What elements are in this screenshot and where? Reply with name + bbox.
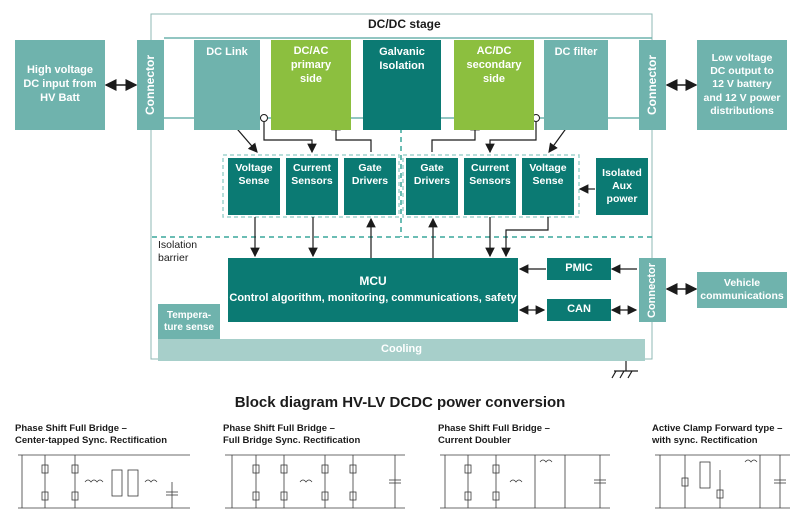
current-sensors-primary-label: Current Sensors [291,162,333,188]
vehicle-communications-block: Vehicle communications [697,272,787,308]
page-title: Block diagram HV-LV DCDC power conversio… [234,394,566,411]
connector-right-bottom-label: Connector [645,262,658,318]
dc-filter-label: DC filter [554,46,598,58]
connector-right-top-label: Connector [645,55,659,115]
dcac-primary-block: DC/AC primary side [271,40,351,130]
ground-icon [611,359,638,379]
temperature-sense-label: Tempera- ture sense [163,309,215,334]
galvanic-isolation-label: Galvanic Isolation [379,46,425,72]
schematic-1-title: Phase Shift Full Bridge – Center-tapped … [15,423,168,446]
galvanic-isolation-block: Galvanic Isolation [363,40,441,130]
schematic-2-drawing [225,454,405,509]
current-sensors-secondary: Current Sensors [464,158,516,215]
lv-output-label: Low voltage DC output to 12 V battery an… [703,52,781,117]
dcac-primary-label: DC/AC primary side [290,45,332,85]
dc-link-block: DC Link [194,40,260,130]
primary-sense-group [222,154,400,218]
schematic-3-title: Phase Shift Full Bridge – Current Double… [438,423,550,446]
mcu-title: MCU [359,274,387,289]
dc-link-label: DC Link [206,46,248,58]
connector-right-bottom: Connector [639,258,666,322]
gate-drivers-primary-label: Gate Drivers [351,162,389,188]
mcu-block: MCU Control algorithm, monitoring, commu… [228,258,518,322]
cooling-block: Cooling [158,339,645,361]
schematic-3-drawing [440,454,610,509]
gate-drivers-secondary-label: Gate Drivers [413,162,451,188]
vehicle-communications-label: Vehicle communications [700,276,784,302]
isolated-aux-power: Isolated Aux power [596,158,648,215]
acdc-secondary-label: AC/DC secondary side [466,45,522,85]
pmic-label: PMIC [565,262,593,275]
dc-filter-block: DC filter [544,40,608,130]
connector-left: Connector [137,40,164,130]
isolated-aux-power-label: Isolated Aux power [602,166,642,206]
isolation-barrier-label: Isolation barrier [158,239,198,265]
acdc-secondary-block: AC/DC secondary side [454,40,534,130]
connector-left-label: Connector [143,55,157,115]
voltage-sense-secondary-label: Voltage Sense [529,162,567,188]
schematic-4-drawing [655,454,790,509]
gate-drivers-primary: Gate Drivers [344,158,396,215]
schematic-4-title: Active Clamp Forward type – with sync. R… [652,423,783,446]
schematic-2-title: Phase Shift Full Bridge – Full Bridge Sy… [223,423,361,446]
voltage-sense-secondary: Voltage Sense [522,158,574,215]
lv-output-block: Low voltage DC output to 12 V battery an… [697,40,787,130]
schematic-1-drawing [18,454,190,509]
hv-input-block: High voltage DC input from HV Batt [15,40,105,130]
cooling-label: Cooling [381,343,422,356]
dcdc-stage-label: DC/DC stage [368,17,441,31]
current-sensors-primary: Current Sensors [286,158,338,215]
can-block: CAN [547,299,611,321]
connector-right-top: Connector [639,40,666,130]
mcu-subtitle: Control algorithm, monitoring, communica… [229,292,517,305]
hv-input-label: High voltage DC input from HV Batt [23,64,97,104]
voltage-sense-primary: Voltage Sense [228,158,280,215]
can-label: CAN [567,303,591,316]
pmic-block: PMIC [547,258,611,280]
gate-drivers-secondary: Gate Drivers [406,158,458,215]
schematic-drawings [18,454,790,509]
voltage-sense-primary-label: Voltage Sense [235,162,273,188]
temperature-sense-block: Tempera- ture sense [158,304,220,340]
current-sensors-secondary-label: Current Sensors [469,162,511,188]
